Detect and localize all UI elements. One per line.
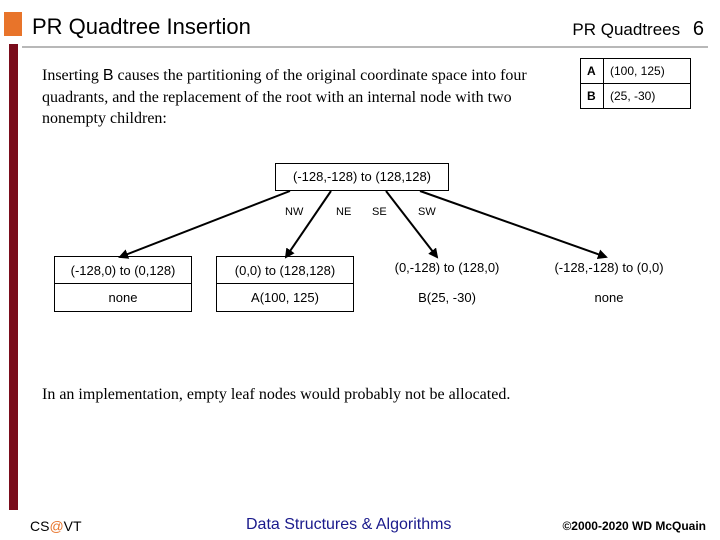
intro-highlight: B	[102, 67, 114, 84]
slide-number: 6	[692, 18, 704, 40]
legend-row: B (25, -30)	[580, 83, 691, 109]
intro-text-before: Inserting	[42, 67, 103, 84]
leaf-region: (-128,-128) to (0,0)	[554, 260, 664, 275]
direction-label-ne: NE	[336, 206, 352, 218]
leaf-region: (0,0) to (128,128)	[217, 257, 353, 284]
footer-copyright: ©2000-2020 WD McQuain	[562, 519, 706, 533]
leaf-node-sw: (-128,-128) to (0,0) none	[540, 256, 678, 312]
legend-row: A (100, 125)	[580, 58, 691, 84]
slide-title: PR Quadtree Insertion	[32, 14, 251, 39]
section-name: PR Quadtrees	[572, 20, 681, 39]
legend-coords: (25, -30)	[603, 83, 691, 109]
footer-org: CS@VT	[30, 518, 82, 534]
leaf-content: B(25, -30)	[418, 290, 476, 305]
intro-paragraph: Inserting B causes the partitioning of t…	[42, 65, 542, 130]
leaf-content: none	[594, 290, 624, 305]
leaf-region: (0,-128) to (128,0)	[394, 260, 500, 275]
edge-se	[385, 190, 439, 259]
intro-text-after: causes the partitioning of the original …	[42, 67, 527, 127]
direction-label-nw: NW	[285, 206, 304, 218]
legend-coords: (100, 125)	[603, 58, 691, 84]
root-node: (-128,-128) to (128,128)	[275, 163, 449, 191]
header-divider	[22, 46, 708, 48]
slide-header-right: PR Quadtrees 6	[572, 18, 704, 41]
edge-nw	[118, 190, 291, 259]
footer-org-suffix: VT	[63, 518, 82, 534]
point-legend-table: A (100, 125) B (25, -30)	[580, 58, 691, 109]
edge-ne	[284, 190, 332, 259]
leaf-content: none	[108, 290, 138, 305]
direction-label-se: SE	[372, 206, 387, 218]
title-accent-square	[4, 12, 22, 36]
leaf-node-ne: (0,0) to (128,128) A(100, 125)	[216, 256, 354, 312]
leaf-node-se: (0,-128) to (128,0) B(25, -30)	[378, 256, 516, 312]
footer-org-at: @	[49, 518, 64, 534]
footer-org-prefix: CS	[30, 518, 50, 534]
leaf-region: (-128,0) to (0,128)	[55, 257, 191, 284]
footer-course: Data Structures & Algorithms	[246, 516, 452, 533]
implementation-note: In an implementation, empty leaf nodes w…	[42, 386, 511, 403]
leaf-content: A(100, 125)	[251, 290, 319, 305]
edge-sw	[419, 190, 608, 260]
leaf-node-nw: (-128,0) to (0,128) none	[54, 256, 192, 312]
direction-label-sw: SW	[418, 206, 436, 218]
legend-key: B	[580, 83, 604, 109]
left-accent-bar	[9, 44, 18, 510]
